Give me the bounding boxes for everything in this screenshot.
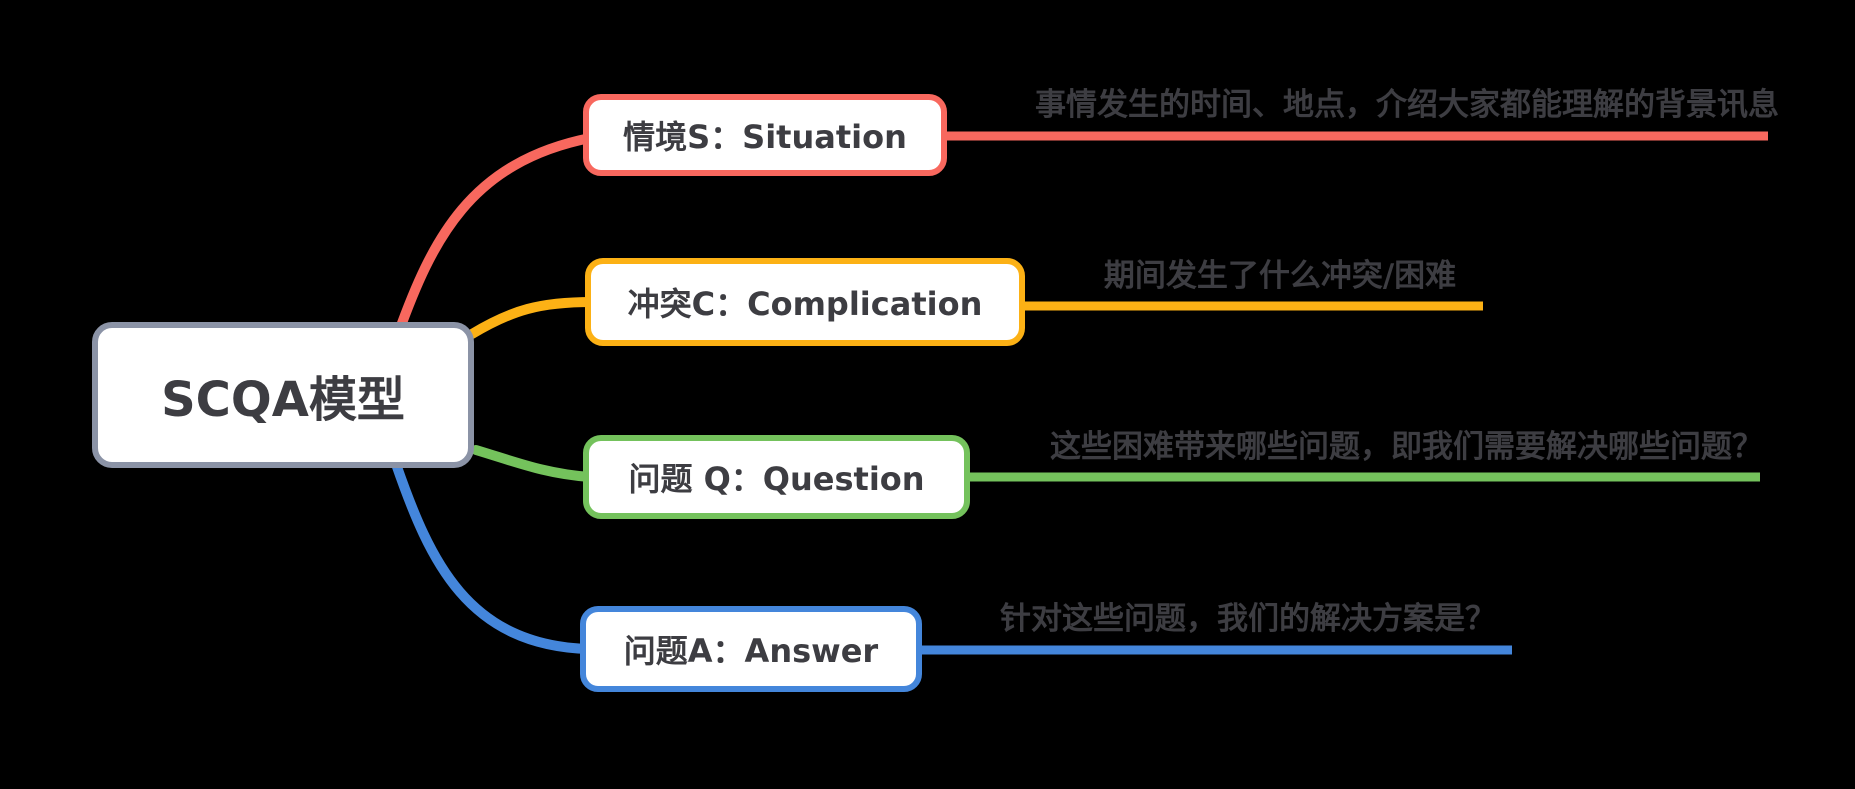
topic-node-label: 情境S：Situation xyxy=(623,118,907,156)
root-node-label: SCQA模型 xyxy=(161,372,405,428)
topic-node-answer[interactable]: 问题A：Answer xyxy=(580,606,922,692)
subtopic-note-complication[interactable]: 期间发生了什么冲突/困难 xyxy=(1103,258,1457,294)
subtopic-note-question[interactable]: 这些困难带来哪些问题，即我们需要解决哪些问题？ xyxy=(1050,429,1763,465)
subtopic-note-answer[interactable]: 针对这些问题，我们的解决方案是？ xyxy=(1000,601,1496,637)
topic-node-label: 问题 Q：Question xyxy=(628,460,925,498)
branch-curve-answer xyxy=(391,459,593,654)
topic-node-question[interactable]: 问题 Q：Question xyxy=(583,435,970,519)
topic-node-label: 冲突C：Complication xyxy=(627,285,983,323)
topic-node-complication[interactable]: 冲突C：Complication xyxy=(585,258,1025,346)
topic-node-situation[interactable]: 情境S：Situation xyxy=(583,94,947,176)
branch-curve-question xyxy=(471,445,595,482)
subtopic-note-situation[interactable]: 事情发生的时间、地点，介绍大家都能理解的背景讯息 xyxy=(1035,87,1779,123)
root-node-scqa[interactable]: SCQA模型 xyxy=(92,322,474,468)
topic-node-label: 问题A：Answer xyxy=(623,632,879,670)
branch-curve-situation xyxy=(393,133,595,339)
branch-curve-complication xyxy=(467,297,597,339)
